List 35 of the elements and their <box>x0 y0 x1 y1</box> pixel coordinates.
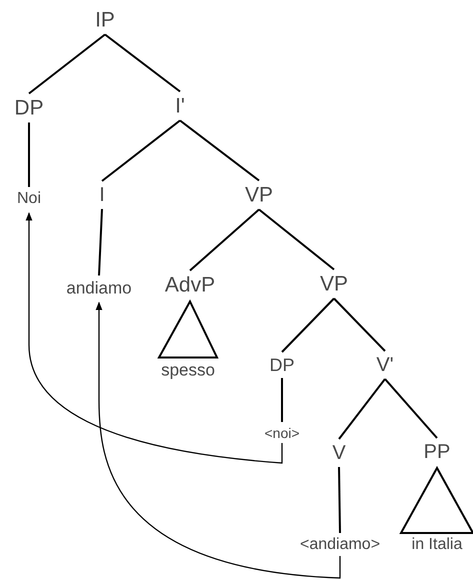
branch-line <box>98 208 103 276</box>
movement-arrow <box>96 302 341 579</box>
phrase-label: I <box>99 185 105 205</box>
phrase-label: I' <box>175 96 185 116</box>
phrase-label: DP <box>270 356 294 374</box>
branch-line <box>189 208 260 272</box>
movement-arrow <box>26 212 283 464</box>
triangle-roof <box>157 299 219 358</box>
phrase-label: DP <box>14 98 44 118</box>
word-label: andiamo <box>66 280 132 296</box>
branch-line <box>384 378 438 439</box>
trace-label: <noi> <box>264 426 300 440</box>
branch-line <box>338 378 386 440</box>
branch-line <box>28 34 106 94</box>
branch-line <box>333 298 386 352</box>
phrase-label: IP <box>95 10 115 30</box>
branch-line <box>101 120 181 182</box>
branch-line <box>28 122 30 187</box>
word-label: in Italia <box>412 537 462 553</box>
trace-label: <andiamo> <box>300 537 380 553</box>
branch-line <box>281 378 283 422</box>
phrase-label: AdvP <box>164 274 216 296</box>
branch-line <box>258 208 335 270</box>
branch-line <box>179 120 260 182</box>
branch-line <box>104 34 181 92</box>
phrase-label: V' <box>376 355 394 375</box>
branch-line <box>281 298 335 353</box>
phrase-label: PP <box>424 442 450 462</box>
word-label: Noi <box>17 191 41 207</box>
branch-line <box>338 466 341 534</box>
phrase-label: VP <box>245 184 273 206</box>
triangle-roof <box>399 466 473 534</box>
phrase-label: V <box>332 443 346 463</box>
word-label: spesso <box>161 362 215 378</box>
phrase-label: VP <box>320 274 348 294</box>
